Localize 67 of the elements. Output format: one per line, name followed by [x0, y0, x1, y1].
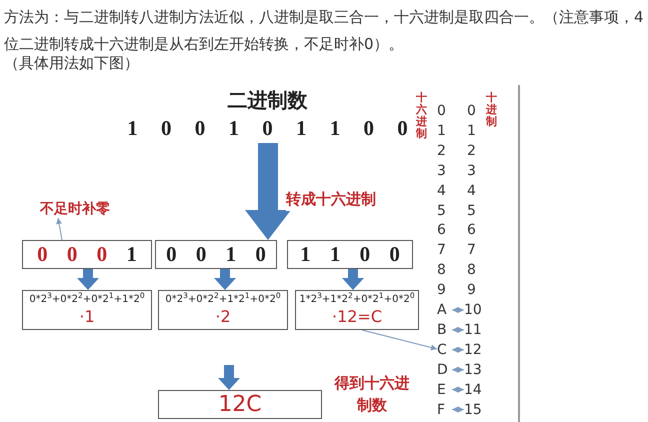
table-cell: B — [437, 320, 447, 340]
formula-box — [295, 290, 419, 330]
leader-line — [56, 218, 62, 240]
result-value: ·2 — [215, 307, 231, 327]
intro-text: 方法为：与二进制转八进制方法近似，八进制是取三合一，十六进制是取四合一。（注意事项，4位二进制转成十六进制是从右到左开始转换，不足时补0）。 — [4, 7, 644, 55]
formula: 0*2$^{3}$+0*2$^{2}$+0*2$^{1}$+1*2$^{0}$ — [29, 292, 145, 307]
table-cell-text: 5 — [467, 202, 476, 220]
heading: 二进制数 — [228, 88, 308, 112]
double-arrow — [452, 307, 464, 313]
formula-box — [158, 290, 288, 330]
result-value: ·12=C — [332, 307, 382, 327]
table-cell-text: 9 — [437, 281, 446, 300]
edge-label: 转成十六进制 — [286, 188, 376, 210]
annotation: 不足时补零 — [40, 201, 110, 217]
table-cell: E — [437, 380, 446, 400]
double-arrow — [452, 366, 464, 373]
table-cell: 14 — [464, 380, 482, 400]
result-box: 12C — [158, 390, 322, 419]
binary-digits: 1 0 0 1 0 1 1 0 0 — [127, 116, 408, 140]
digit-group-box: 0 0 0 1 — [22, 240, 152, 269]
formula-box — [22, 290, 152, 330]
table-cell: C — [437, 340, 447, 360]
table-cell-text: 2 — [467, 142, 476, 161]
table-cell-text: 2 — [437, 142, 446, 161]
table-cell-text: 0 — [437, 102, 446, 121]
table-cell-text: 4 — [467, 182, 476, 201]
digit-group-box: 0 0 1 0 — [155, 240, 277, 269]
table-cell-text: 7 — [467, 241, 476, 260]
table-cell-text: 6 — [467, 221, 476, 240]
block-arrow — [245, 143, 291, 240]
formula: 1*2$^{3}$+1*2$^{2}$+0*2$^{1}$+0*2$^{0}$ — [299, 292, 415, 307]
table-cell: 11 — [464, 320, 482, 340]
table-cell: A — [437, 300, 447, 320]
formula: 0*2$^{3}$+0*2$^{2}$+1*2$^{1}$+0*2$^{0}$ — [165, 292, 281, 307]
table-cell-text: 4 — [437, 182, 446, 201]
table-cell-text: 7 — [437, 241, 446, 260]
table-cell-text: 3 — [437, 162, 446, 181]
table-cell: D — [437, 360, 448, 380]
table-cell-text: 1 — [437, 122, 446, 141]
double-arrow — [452, 386, 464, 393]
column-header: 十进制 — [486, 92, 497, 128]
double-arrow — [452, 346, 464, 353]
table-cell-text: 9 — [467, 281, 476, 300]
double-arrow — [452, 406, 464, 412]
result-value: ·1 — [79, 307, 95, 327]
node-label: 得到十六进制数 — [334, 373, 410, 416]
note-text: （具体用法如下图） — [4, 53, 140, 73]
block-arrow — [214, 269, 236, 290]
table-cell-text: 3 — [467, 162, 476, 181]
block-arrow — [218, 365, 240, 390]
table-cell: 13 — [464, 360, 482, 380]
double-arrow — [452, 326, 464, 333]
leader-line — [362, 330, 438, 350]
table-cell-text: 5 — [437, 202, 446, 220]
table-cell-text: 6 — [437, 221, 446, 240]
table-cell-text: 0 — [467, 102, 476, 121]
digit-group-box: 1 1 0 0 — [287, 240, 413, 269]
column-header: 十六进制 — [416, 92, 427, 140]
table-cell-text: 8 — [437, 261, 446, 280]
block-arrow — [342, 269, 364, 290]
table-cell: 15 — [464, 400, 482, 420]
table-cell-text: 1 — [467, 122, 476, 141]
table-cell: 12 — [464, 340, 482, 360]
table-cell: F — [437, 400, 446, 420]
table-cell: 10 — [464, 300, 482, 320]
block-arrow — [77, 269, 99, 290]
table-cell-text: 8 — [467, 261, 476, 280]
